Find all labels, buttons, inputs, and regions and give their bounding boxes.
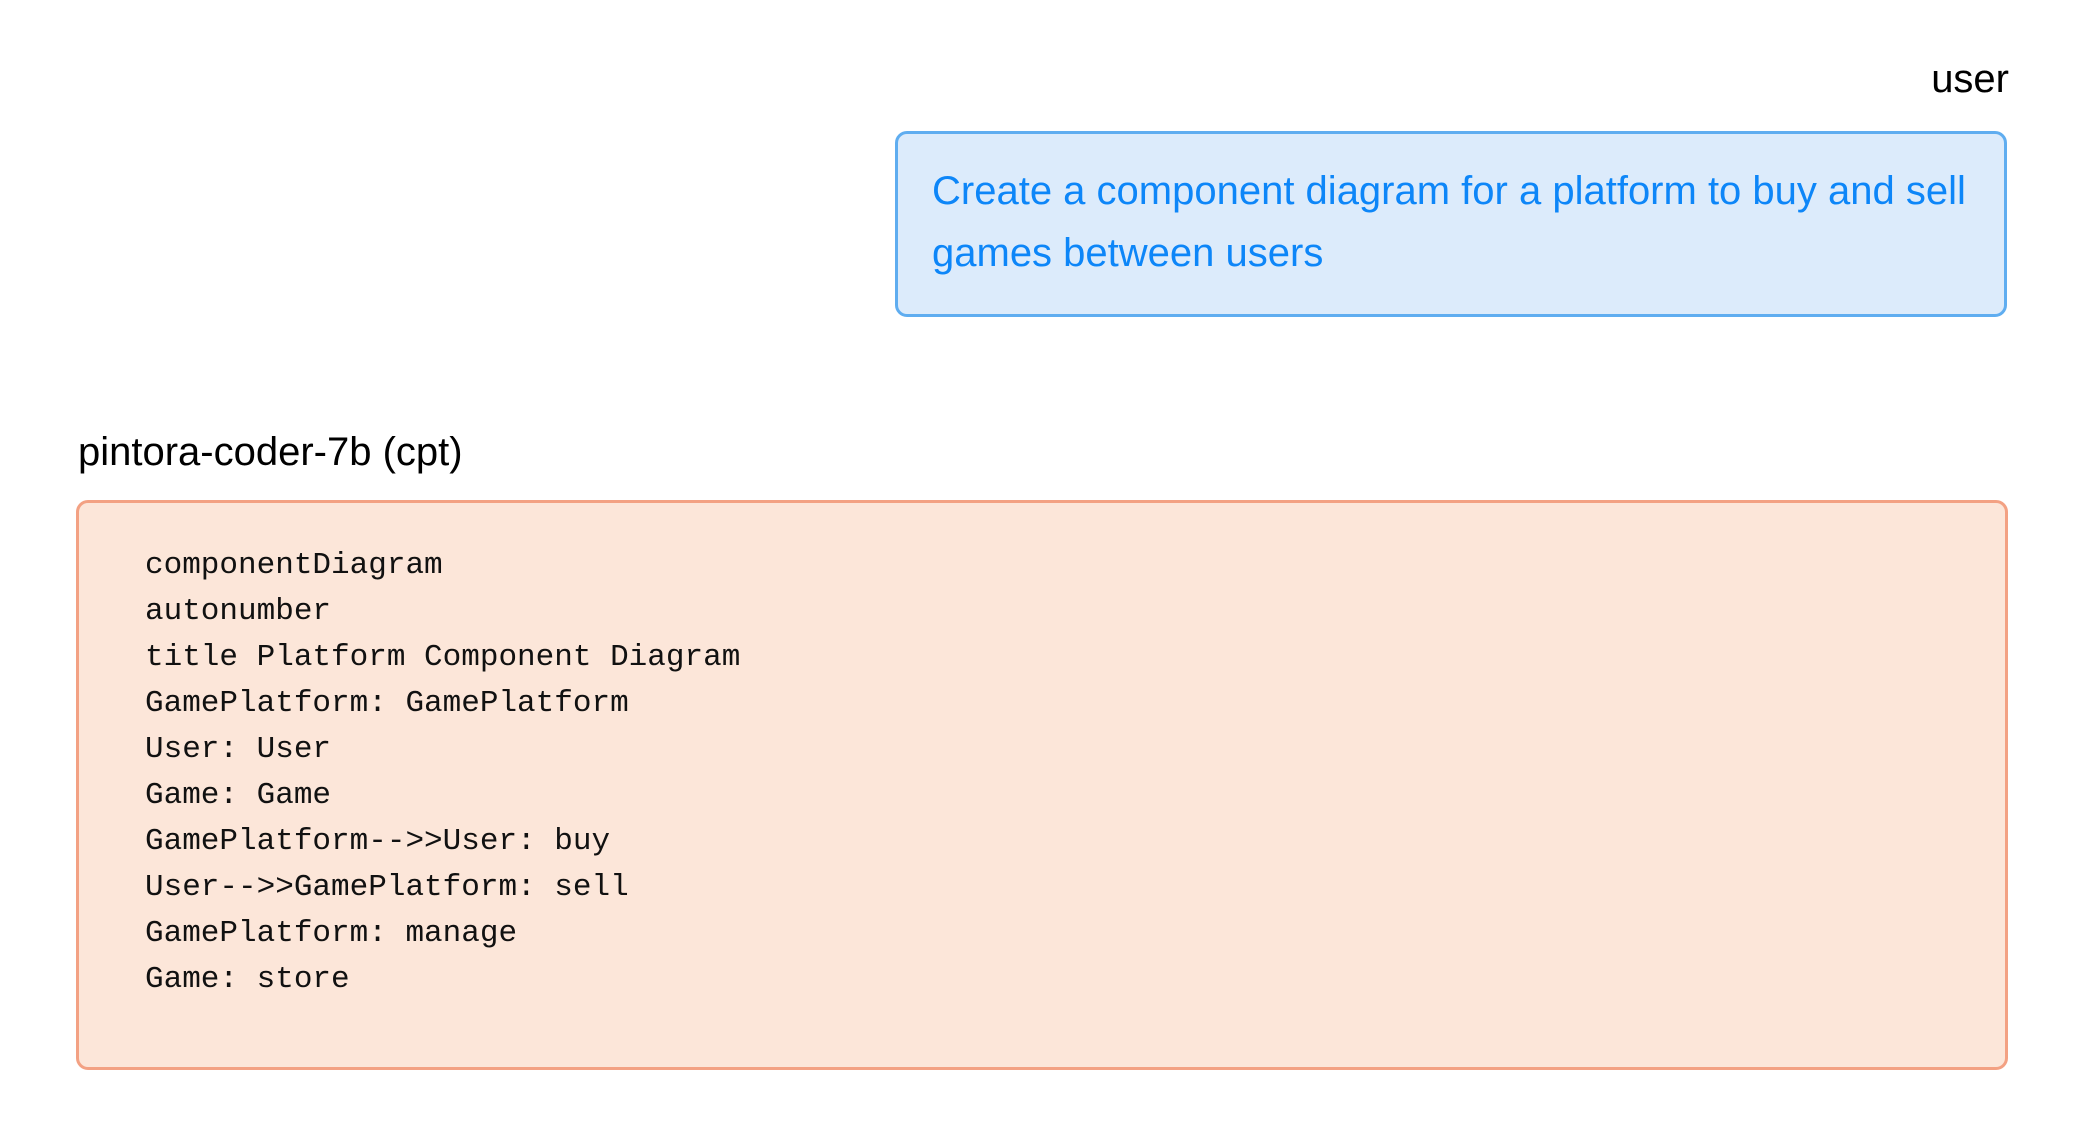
assistant-code-text: componentDiagram autonumber title Platfo…	[145, 548, 741, 997]
assistant-model-label: pintora-coder-7b (cpt)	[78, 430, 463, 474]
user-role-label: user	[1931, 57, 2009, 101]
user-message-bubble[interactable]: Create a component diagram for a platfor…	[895, 131, 2007, 317]
assistant-code-block[interactable]: componentDiagram autonumber title Platfo…	[76, 500, 2008, 1070]
user-message-text: Create a component diagram for a platfor…	[932, 169, 1978, 275]
